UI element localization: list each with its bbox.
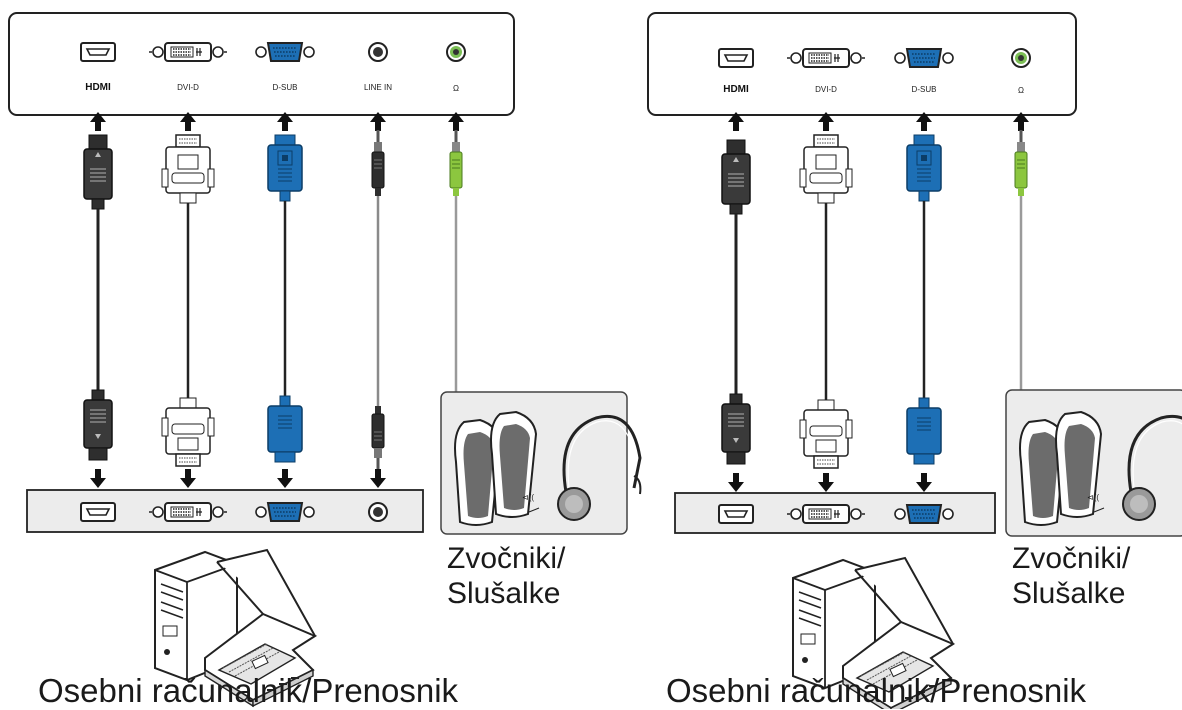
left-speakers-caption-line1: Zvočniki/ bbox=[447, 542, 566, 575]
right-monitor-hdmi-label: HDMI bbox=[723, 84, 749, 95]
arrow-down-icon bbox=[818, 473, 834, 492]
left-speakers-caption-line2: Slušalke bbox=[447, 577, 561, 610]
left-monitor-line-in-label: LINE IN bbox=[364, 83, 392, 92]
left-pc-audio-jack bbox=[368, 502, 388, 522]
right-speakers-caption-line1: Zvočniki/ bbox=[1012, 542, 1131, 575]
arrow-down-icon bbox=[277, 469, 293, 488]
arrow-down-icon bbox=[728, 473, 744, 492]
right-dvi-cable bbox=[799, 134, 853, 469]
arrow-down-icon bbox=[90, 469, 106, 488]
right-diagram: HDMI DVI-D D-SUB Ω bbox=[647, 12, 1182, 709]
right-speakers-caption-line2: Slušalke bbox=[1012, 577, 1126, 610]
left-pc-caption: Osebni računalnik/Prenosnik bbox=[38, 672, 459, 709]
left-line-in-cable bbox=[371, 129, 385, 471]
left-monitor-headphone-jack bbox=[446, 42, 466, 62]
left-headphone-cable bbox=[449, 129, 463, 392]
arrow-down-icon bbox=[180, 469, 196, 488]
right-monitor-headphone-jack bbox=[1011, 48, 1031, 68]
left-monitor-hdmi-label: HDMI bbox=[85, 82, 111, 93]
arrow-down-icon bbox=[916, 473, 932, 492]
left-dvi-cable bbox=[161, 134, 215, 467]
right-speakers-caption: Zvočniki/ Slušalke bbox=[1012, 541, 1130, 611]
right-monitor-dsub-label: D-SUB bbox=[912, 85, 937, 94]
left-monitor-dsub-label: D-SUB bbox=[273, 83, 298, 92]
left-diagram: HDMI DVI-D D-SUB LINE IN Ω bbox=[8, 12, 642, 707]
right-pc-caption: Osebni računalnik/Prenosnik bbox=[666, 672, 1087, 709]
left-dsub-cable bbox=[267, 134, 303, 463]
right-monitor-headphone-label: Ω bbox=[1018, 86, 1024, 95]
right-hdmi-cable bbox=[721, 139, 751, 465]
right-monitor-panel bbox=[647, 12, 1077, 116]
right-dsub-cable bbox=[906, 134, 942, 465]
right-monitor-dvi-label: DVI-D bbox=[815, 85, 837, 94]
left-hdmi-cable bbox=[83, 134, 113, 461]
left-monitor-hdmi-port bbox=[80, 42, 116, 62]
right-monitor-hdmi-port bbox=[718, 48, 754, 68]
left-monitor-dvi-label: DVI-D bbox=[177, 83, 199, 92]
right-headphone-cable bbox=[1014, 129, 1028, 392]
left-monitor-headphone-label: Ω bbox=[453, 84, 459, 93]
left-speakers-caption: Zvočniki/ Slušalke bbox=[447, 541, 565, 611]
left-pc-hdmi-port bbox=[80, 502, 116, 522]
arrow-down-icon bbox=[370, 469, 386, 488]
left-monitor-line-in-jack bbox=[368, 42, 388, 62]
right-pc-hdmi-port bbox=[718, 504, 754, 524]
left-monitor-panel bbox=[8, 12, 515, 116]
